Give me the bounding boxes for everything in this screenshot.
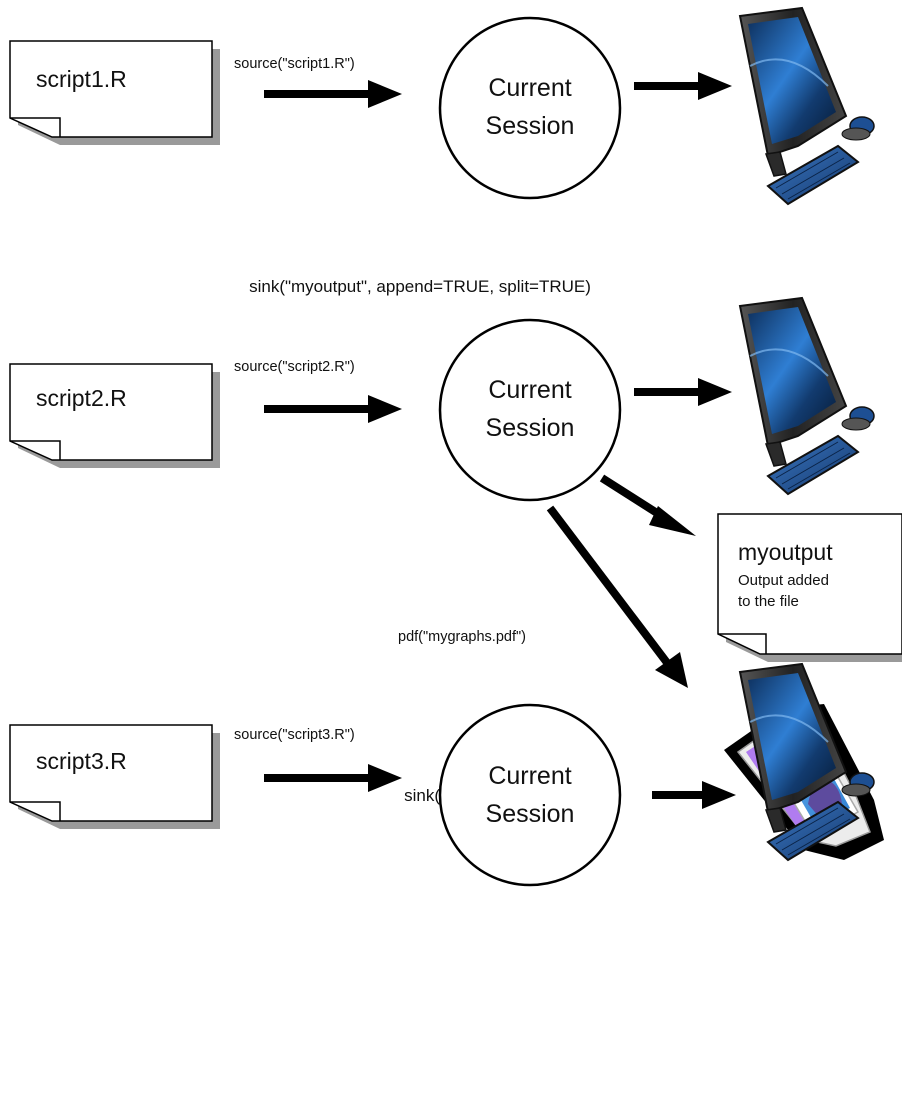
output-file-line1: Output added [738,572,829,589]
arrow-session1-to-computer [634,72,732,100]
script1-label: script1.R [36,66,127,92]
arrow-session3-to-computer [652,781,736,809]
arrow-script1-to-session [264,80,402,108]
arrow-session2-to-computer [634,378,732,406]
script2-label: script2.R [36,385,127,411]
arrow-script3-to-session [264,764,402,792]
source-cmd-3: source("script3.R") [234,727,355,743]
desktop-computer-icon [739,297,875,495]
session1-line2: Session [486,112,575,140]
session2-line1: Current [488,376,571,404]
pdf-cmd: pdf("mygraphs.pdf") [398,629,526,645]
source-cmd-2: source("script2.R") [234,359,355,375]
desktop-computer-icon [739,7,875,205]
session1-line1: Current [488,74,571,102]
arrow-session2-to-output-file [599,474,696,536]
arrow-session2-to-graphs [546,505,688,688]
script1-document [9,40,220,145]
output-file-title: myoutput [738,539,833,565]
output-file-document [717,513,902,662]
session3-line1: Current [488,762,571,790]
script3-document [9,724,220,829]
output-file-line2: to the file [738,593,799,610]
current-session-circle-3 [438,703,622,887]
current-session-circle-1 [438,16,622,200]
session2-line2: Session [486,414,575,442]
source-cmd-1: source("script1.R") [234,56,355,72]
current-session-circle-2 [438,318,622,502]
sink-cmd: sink("myoutput", append=TRUE, split=TRUE… [249,277,591,296]
arrow-script2-to-session [264,395,402,423]
script3-label: script3.R [36,748,127,774]
script2-document [9,363,220,468]
session3-line2: Session [486,800,575,828]
